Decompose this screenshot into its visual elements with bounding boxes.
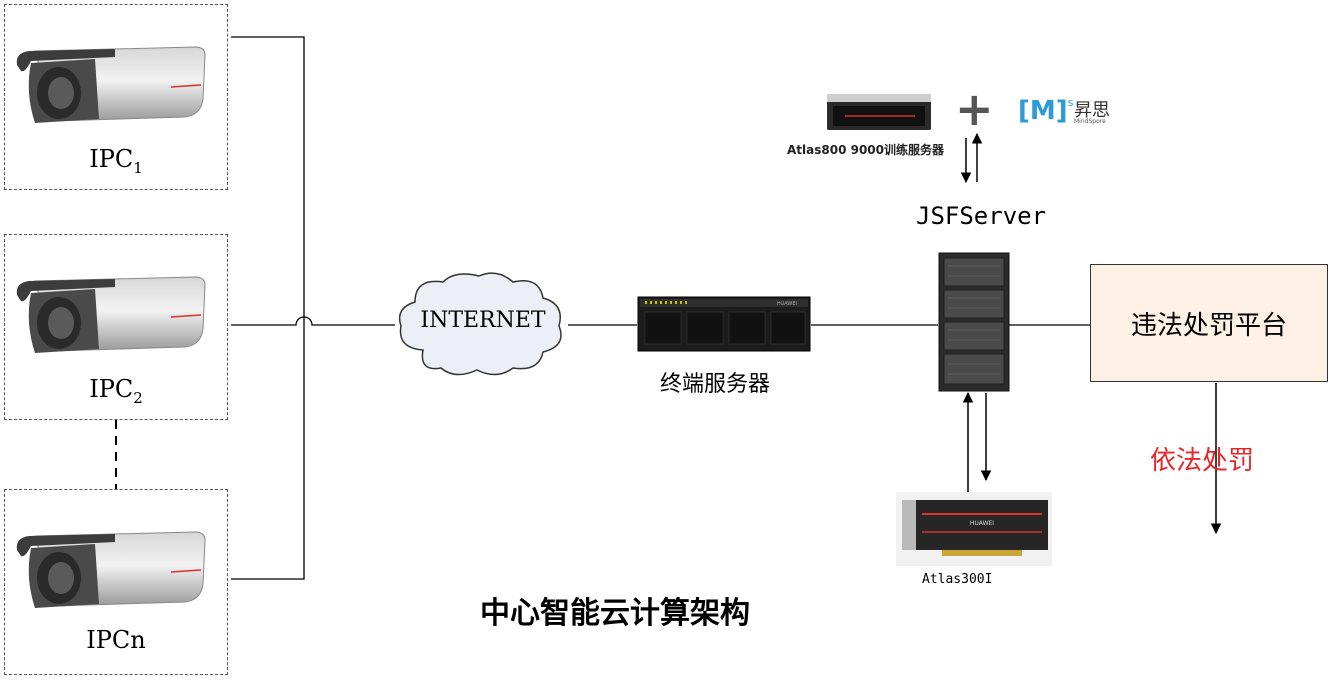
- mindspore-logo: [M]s 昇思 MindSpore: [1018, 96, 1110, 126]
- camera-box-n: IPCn: [4, 489, 228, 675]
- violation-platform-box: 违法处罚平台: [1090, 264, 1328, 382]
- mindspore-cn: 昇思: [1074, 100, 1110, 121]
- jsf-server-icon: [938, 252, 1010, 392]
- camera-label-n: IPCn: [86, 626, 146, 654]
- camera-icon: [16, 276, 206, 353]
- camera-label-1: IPC1: [89, 145, 143, 177]
- atlas300-card-icon: HUAWEI: [896, 492, 1052, 566]
- jsf-server-label: JSFServer: [916, 202, 1047, 230]
- terminal-server-icon: HUAWEI: [637, 296, 811, 352]
- switch-brand: HUAWEI: [777, 301, 797, 307]
- diagram-caption: 中心智能云计算架构: [480, 596, 750, 631]
- camera1-link: [231, 36, 305, 580]
- mindspore-sup: s: [1067, 96, 1074, 109]
- camera2-link: [231, 316, 395, 326]
- card-brand: HUAWEI: [970, 520, 994, 527]
- mindspore-bracket: [M]: [1018, 96, 1068, 126]
- terminal-server-label: 终端服务器: [660, 372, 771, 397]
- mindspore-en: MindSpore: [1074, 118, 1106, 125]
- camera-icon: [16, 531, 206, 608]
- atlas800-server-icon: [827, 94, 931, 130]
- plus-sign: +: [955, 82, 994, 136]
- camera-label-2: IPC2: [89, 375, 143, 407]
- atlas300-label: Atlas300I: [922, 572, 993, 587]
- platform-label: 违法处罚平台: [1130, 310, 1287, 341]
- atlas800-label: Atlas800 9000训练服务器: [787, 143, 945, 157]
- camera-box-2: IPC2: [4, 234, 228, 420]
- camera-box-1: IPC1: [4, 4, 228, 190]
- cloud-icon: [398, 272, 562, 376]
- camera-icon: [16, 46, 206, 123]
- internet-label: INTERNET: [420, 308, 546, 333]
- penalty-label: 依法处罚: [1150, 446, 1255, 476]
